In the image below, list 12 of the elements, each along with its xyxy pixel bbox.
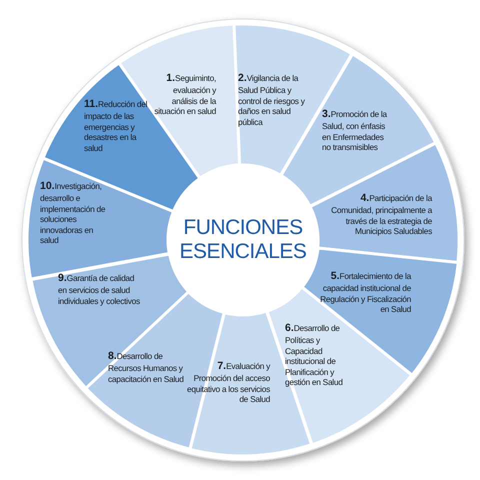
function-text: 5.Fortalecimiento de la capacidad institucional de Regulación y Fiscalización en Salud (319, 270, 411, 315)
center-title: FUNCIONES ESENCIALES (178, 216, 308, 264)
function-text: 10.Investigación, desarrollo e implementación de soluciones innovadoras en salud (40, 180, 106, 246)
function-text: 1.Seguiminto, evaluación y análisis de la situación en salud (153, 72, 216, 117)
function-text: 9.Garantía de calidad en servicios de salud individuales y colectivos (58, 272, 141, 306)
function-text: 8.Desarrollo de Recursos Humanos y capacitación en Salud (108, 350, 185, 384)
function-text: 7.Evaluación y Promoción del acceso equitativo a los servicios de Salud (186, 360, 270, 405)
function-text: 2.Vigilancia de la Salud Pública y control de riesgos y daños en salud pública (238, 72, 306, 128)
function-text: 3.Promoción de la Salud, con énfasis en Enfermedades no transmisibles (322, 108, 388, 153)
function-text: 4.Participación de la Comunidad, principalmente a través de la estrategia de Municipios Saludables (330, 192, 432, 237)
function-text: 6.Desarrollo de Políticas y Capacidad institucional de Planificación y gestión en Salud (284, 322, 344, 388)
function-text: 11.Reducción del impacto de las emergencias y desastres en la salud (84, 98, 148, 154)
